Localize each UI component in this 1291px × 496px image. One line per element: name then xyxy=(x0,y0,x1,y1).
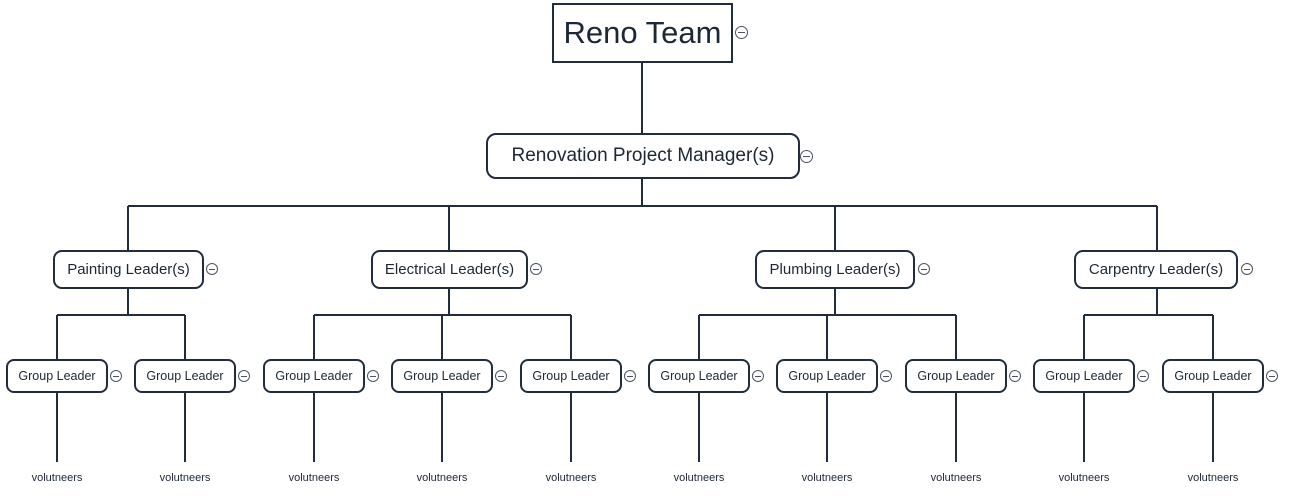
group-leader-label: Group Leader xyxy=(788,369,866,383)
collapse-minus-icon[interactable] xyxy=(624,370,636,382)
collapse-minus-icon[interactable] xyxy=(1009,370,1021,382)
manager-node[interactable]: Renovation Project Manager(s) xyxy=(486,133,800,179)
group-leader-node[interactable]: Group Leader xyxy=(776,359,878,393)
group-leader-label: Group Leader xyxy=(1045,369,1123,383)
collapse-minus-icon[interactable] xyxy=(752,370,764,382)
collapse-minus-icon[interactable] xyxy=(800,150,813,163)
root-node[interactable]: Reno Team xyxy=(552,3,733,63)
collapse-minus-icon[interactable] xyxy=(110,370,122,382)
leader-node-electrical[interactable]: Electrical Leader(s) xyxy=(371,250,528,289)
collapse-minus-icon[interactable] xyxy=(1241,263,1253,275)
group-leader-node[interactable]: Group Leader xyxy=(6,359,108,393)
group-leader-node[interactable]: Group Leader xyxy=(905,359,1007,393)
collapse-minus-icon[interactable] xyxy=(735,26,748,39)
group-leader-label: Group Leader xyxy=(1174,369,1252,383)
group-leader-node[interactable]: Group Leader xyxy=(1162,359,1264,393)
group-leader-label: Group Leader xyxy=(18,369,96,383)
leader-label: Painting Leader(s) xyxy=(67,261,190,278)
collapse-minus-icon[interactable] xyxy=(367,370,379,382)
volunteers-label[interactable]: volutneers xyxy=(545,472,597,484)
collapse-minus-icon[interactable] xyxy=(1137,370,1149,382)
group-leader-node[interactable]: Group Leader xyxy=(520,359,622,393)
collapse-minus-icon[interactable] xyxy=(918,263,930,275)
group-leader-node[interactable]: Group Leader xyxy=(1033,359,1135,393)
group-leader-label: Group Leader xyxy=(403,369,481,383)
collapse-minus-icon[interactable] xyxy=(238,370,250,382)
group-leader-node[interactable]: Group Leader xyxy=(263,359,365,393)
volunteers-label[interactable]: volutneers xyxy=(801,472,853,484)
leader-node-plumbing[interactable]: Plumbing Leader(s) xyxy=(755,250,915,289)
leader-label: Electrical Leader(s) xyxy=(384,261,515,278)
collapse-minus-icon[interactable] xyxy=(495,370,507,382)
group-leader-node[interactable]: Group Leader xyxy=(391,359,493,393)
volunteers-label[interactable]: volutneers xyxy=(159,472,211,484)
volunteers-label[interactable]: volutneers xyxy=(930,472,982,484)
collapse-minus-icon[interactable] xyxy=(880,370,892,382)
group-leader-label: Group Leader xyxy=(275,369,353,383)
volunteers-label[interactable]: volutneers xyxy=(1058,472,1110,484)
collapse-minus-icon[interactable] xyxy=(530,263,542,275)
group-leader-node[interactable]: Group Leader xyxy=(648,359,750,393)
group-leader-label: Group Leader xyxy=(660,369,738,383)
leader-label: Carpentry Leader(s) xyxy=(1088,261,1224,278)
leader-label: Plumbing Leader(s) xyxy=(769,261,901,278)
collapse-minus-icon[interactable] xyxy=(206,263,218,275)
manager-label: Renovation Project Manager(s) xyxy=(511,145,775,166)
volunteers-label[interactable]: volutneers xyxy=(31,472,83,484)
group-leader-node[interactable]: Group Leader xyxy=(134,359,236,393)
group-leader-label: Group Leader xyxy=(532,369,610,383)
volunteers-label[interactable]: volutneers xyxy=(673,472,725,484)
leader-node-painting[interactable]: Painting Leader(s) xyxy=(53,250,204,289)
root-label: Reno Team xyxy=(563,15,722,50)
collapse-minus-icon[interactable] xyxy=(1266,370,1278,382)
group-leader-label: Group Leader xyxy=(917,369,995,383)
group-leader-label: Group Leader xyxy=(146,369,224,383)
leader-node-carpentry[interactable]: Carpentry Leader(s) xyxy=(1074,250,1238,289)
volunteers-label[interactable]: volutneers xyxy=(416,472,468,484)
volunteers-label[interactable]: volutneers xyxy=(1187,472,1239,484)
volunteers-label[interactable]: volutneers xyxy=(288,472,340,484)
